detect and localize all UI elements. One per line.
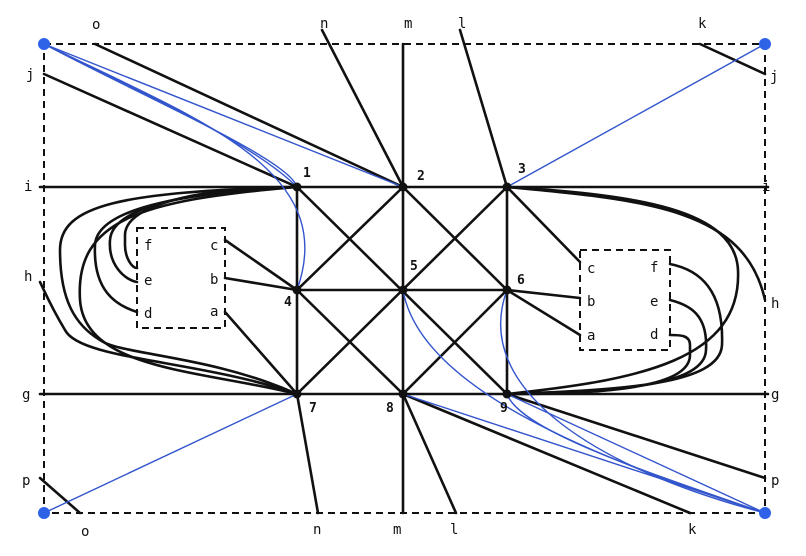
edge-b-4 [223, 276, 299, 292]
node-dot-1 [292, 182, 302, 192]
right-box-label-e: e [650, 294, 658, 310]
edge-3-c [505, 185, 582, 264]
left-box-label-b: b [210, 272, 218, 288]
corner-dot-top-left [38, 38, 50, 50]
left-box-label-e: e [144, 273, 152, 289]
right-label-p: p [771, 473, 779, 489]
node-dot-5 [398, 285, 408, 295]
left-box-label-c: c [210, 238, 218, 254]
node-label-9: 9 [500, 401, 508, 416]
node-label-4: 4 [284, 295, 292, 310]
left-box-label-f: f [144, 238, 152, 254]
corner-dot-bottom-left [38, 507, 50, 519]
edge-l-top [458, 28, 509, 189]
edge-c-4 [223, 238, 299, 292]
edge-loop-h-right [505, 185, 767, 302]
edge-loop-outer2 [58, 185, 299, 396]
node-dot-4 [292, 285, 302, 295]
edge-6-b [505, 288, 582, 300]
edge-a-7 [223, 310, 299, 396]
node-label-8: 8 [386, 401, 394, 416]
blue-corner-tr-3 [506, 43, 766, 188]
right-inner-box [579, 249, 671, 351]
left-box-label-d: d [144, 306, 152, 322]
node-dot-9 [502, 389, 512, 399]
left-label-j: j [26, 67, 34, 83]
blue-corner-tl-4 [43, 43, 306, 291]
bottom-label-o: o [81, 524, 89, 540]
top-label-m: m [404, 16, 412, 32]
blue-corner-tl-2 [43, 43, 404, 188]
blue-5-br [402, 289, 766, 514]
right-label-i: i [762, 179, 770, 195]
node-label-1: 1 [303, 166, 311, 181]
left-label-h: h [24, 269, 32, 285]
corner-dot-bottom-right [759, 507, 771, 519]
outer-frame [43, 43, 766, 514]
right-label-h: h [771, 296, 779, 312]
edge-loop-f-right [505, 262, 724, 396]
top-label-o: o [92, 17, 100, 33]
top-label-k: k [698, 16, 707, 32]
left-label-i: i [24, 179, 32, 195]
top-label-n: n [320, 16, 328, 32]
edge-n-top [320, 28, 405, 189]
right-box-label-c: c [587, 261, 595, 277]
blue-corner-br-9a [506, 393, 766, 514]
edge-loop-h-left [38, 280, 299, 396]
right-label-j: j [770, 69, 778, 85]
left-box-label-a: a [210, 304, 218, 320]
edge-loop-d [93, 185, 299, 314]
right-box-label-b: b [587, 294, 595, 310]
left-label-p: p [22, 473, 30, 489]
black-edges [38, 28, 770, 515]
edge-l-bottom [401, 392, 458, 515]
node-label-2: 2 [417, 169, 425, 184]
bottom-label-m: m [393, 522, 401, 538]
node-label-6: 6 [517, 273, 525, 288]
edge-p-left [38, 476, 82, 515]
node-dot-7 [292, 389, 302, 399]
right-box-label-d: d [650, 327, 658, 343]
top-label-l: l [458, 16, 466, 32]
bottom-label-n: n [313, 522, 321, 538]
node-label-3: 3 [518, 162, 526, 177]
right-box-label-f: f [650, 260, 658, 276]
node-label-5: 5 [410, 259, 418, 274]
edge-6-a [505, 288, 582, 337]
edge-k-top [698, 42, 767, 76]
blue-edges [43, 43, 766, 514]
blue-corner-tl-1b [43, 43, 298, 188]
node-dot-6 [502, 285, 512, 295]
left-label-g: g [22, 387, 30, 403]
node-dot-2 [398, 182, 408, 192]
right-label-g: g [771, 387, 779, 403]
edge-loop-outer1 [78, 185, 299, 396]
edge-n-bottom [295, 392, 320, 515]
edge-loop-outer-right1 [505, 185, 740, 396]
edge-j-left [42, 72, 299, 189]
bottom-label-l: l [450, 522, 458, 538]
node-label-7: 7 [309, 401, 317, 416]
corner-dot-top-right [759, 38, 771, 50]
blue-corner-bl-7 [43, 393, 298, 514]
blue-corner-tl-1a [43, 43, 298, 188]
right-box-label-a: a [587, 328, 595, 344]
node-dot-8 [398, 389, 408, 399]
edge-k-bottom [401, 392, 692, 515]
node-dot-3 [502, 182, 512, 192]
edge-p-right [505, 392, 767, 480]
blue-corner-br-6 [500, 289, 766, 514]
bottom-label-k: k [688, 522, 697, 538]
edge-o-top [93, 42, 405, 189]
